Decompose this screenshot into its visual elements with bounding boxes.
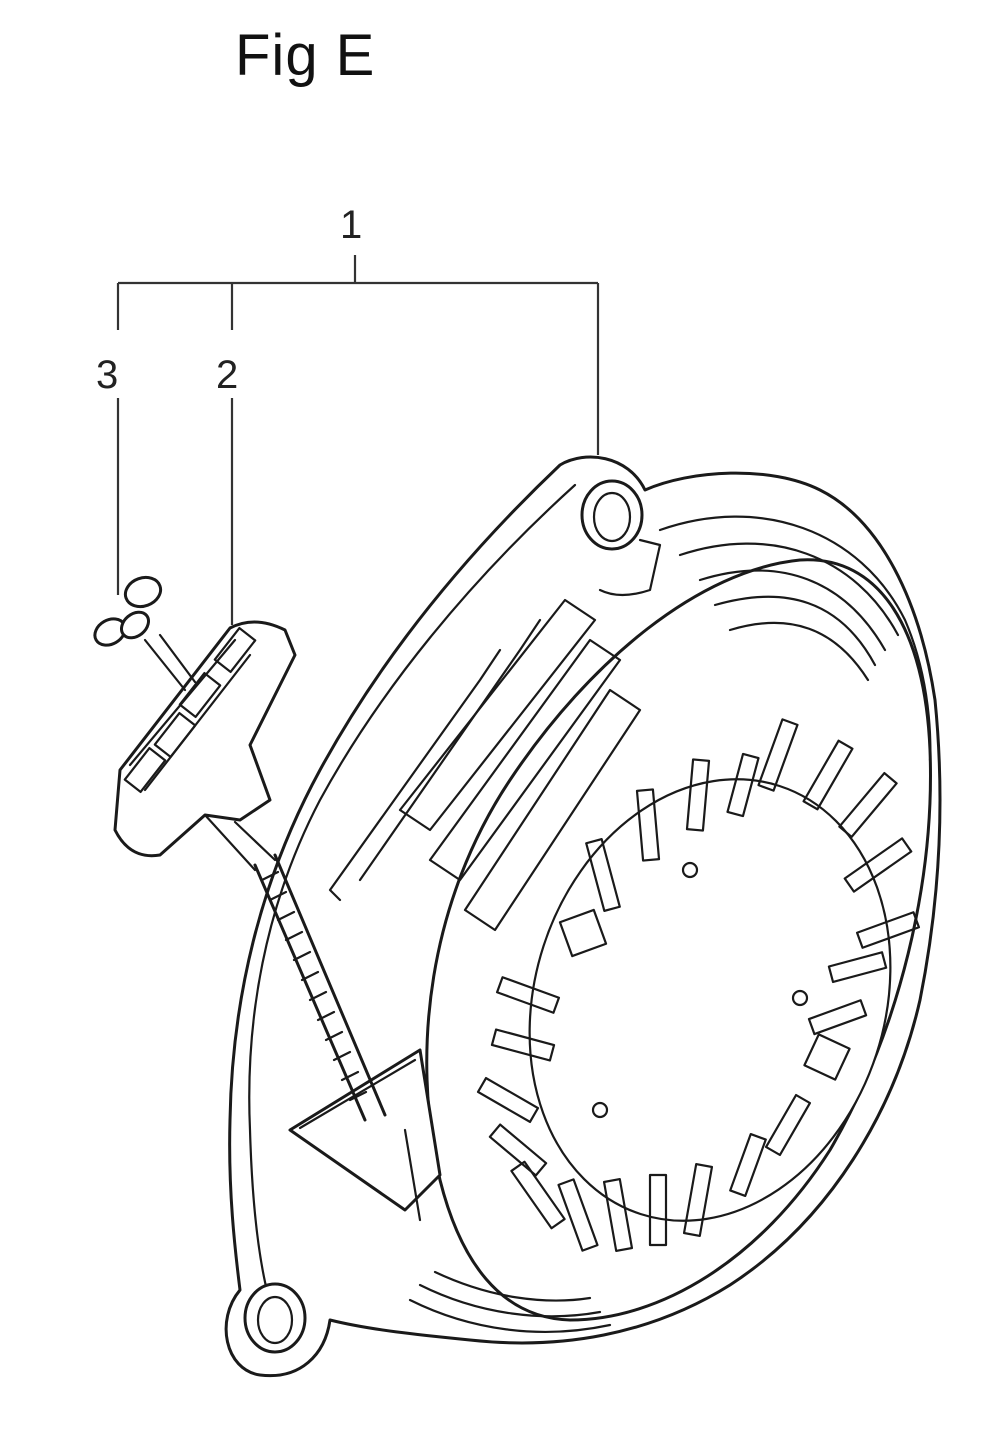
housing-face [528,778,892,1222]
rope-knot [93,575,197,692]
rope-guide [288,1048,442,1222]
callout-1: 1 [340,203,362,247]
starter-handle [113,620,297,872]
callout-3: 3 [96,353,118,397]
leader-bracket [116,255,600,625]
cooling-slots [476,718,921,1252]
figure-title: Fig E [235,23,376,88]
starter-rope [253,853,387,1122]
callout-2: 2 [216,353,238,397]
housing-ribs [328,598,642,932]
